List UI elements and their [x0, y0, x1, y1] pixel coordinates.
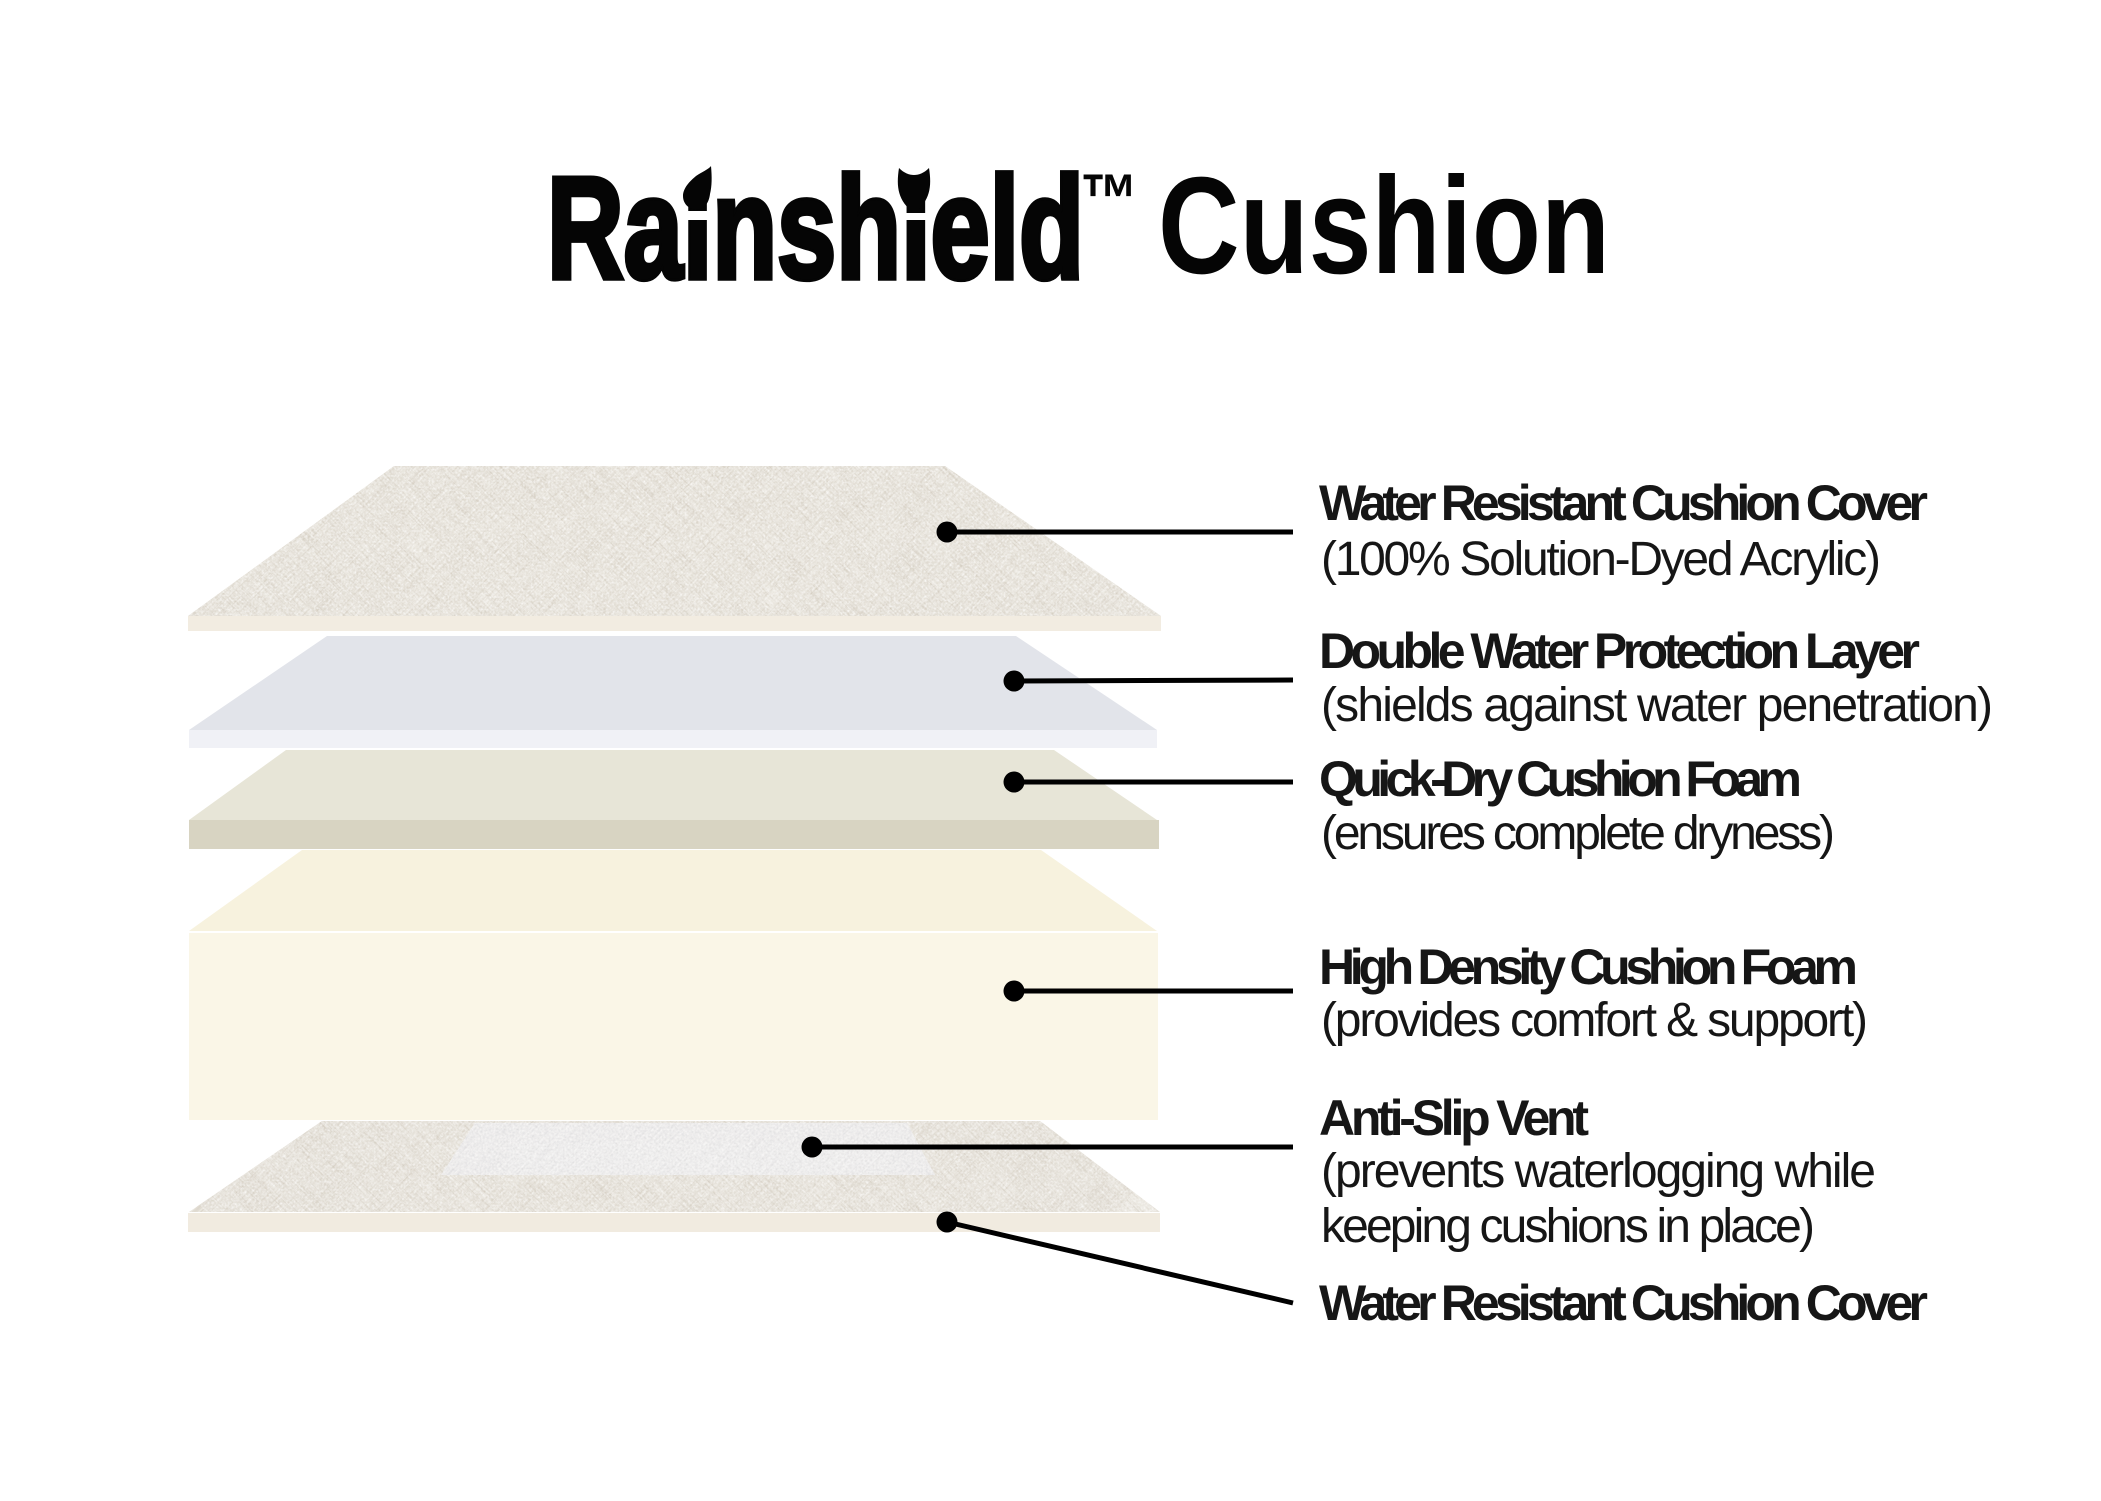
- svg-text:(provides comfort & support): (provides comfort & support): [1321, 994, 1868, 1047]
- svg-text:High Density Cushion Foam: High Density Cushion Foam: [1319, 939, 1858, 995]
- svg-text:(shields against water penetra: (shields against water penetration): [1321, 679, 1993, 732]
- svg-text:Anti-Slip Vent: Anti-Slip Vent: [1319, 1090, 1589, 1146]
- svg-text:Double Water Protection Layer: Double Water Protection Layer: [1319, 623, 1920, 679]
- svg-text:™: ™: [1080, 160, 1138, 237]
- svg-text:Quick-Dry Cushion Foam: Quick-Dry Cushion Foam: [1319, 751, 1802, 807]
- svg-text:Cushion: Cushion: [1158, 149, 1610, 303]
- svg-text:Water Resistant Cushion Cover: Water Resistant Cushion Cover: [1319, 475, 1928, 531]
- svg-text:Raınshıeld: Raınshıeld: [547, 147, 1084, 309]
- svg-text:(prevents waterlogging while: (prevents waterlogging while: [1321, 1145, 1876, 1198]
- svg-text:keeping cushions in place): keeping cushions in place): [1321, 1200, 1815, 1253]
- svg-text:(100% Solution-Dyed Acrylic): (100% Solution-Dyed Acrylic): [1321, 533, 1881, 586]
- svg-text:Water Resistant Cushion Cover: Water Resistant Cushion Cover: [1319, 1275, 1928, 1331]
- svg-text:(ensures complete dryness): (ensures complete dryness): [1321, 807, 1835, 860]
